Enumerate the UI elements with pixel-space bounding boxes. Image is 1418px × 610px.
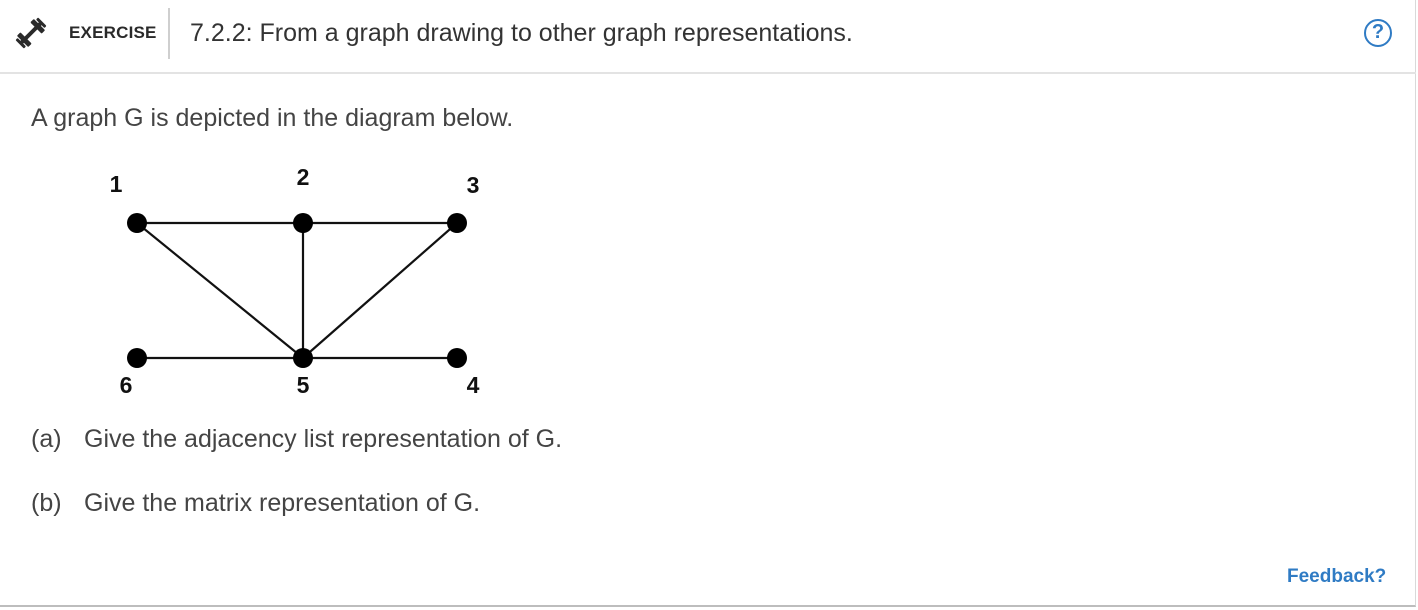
exercise-label: EXERCISE	[69, 23, 157, 42]
exercise-header: EXERCISE 7.2.2: From a graph drawing to …	[0, 0, 1416, 74]
graph-node-5	[293, 348, 313, 368]
graph-node-6	[127, 348, 147, 368]
graph-node-label-1: 1	[110, 171, 123, 197]
graph-edge-1-5	[136, 222, 304, 359]
graph-node-label-2: 2	[297, 164, 310, 190]
part-b-marker: (b)	[31, 489, 62, 517]
graph-node-1	[127, 213, 147, 233]
part-b: (b) Give the matrix representation of G.	[31, 489, 480, 518]
help-icon[interactable]: ?	[1364, 19, 1392, 47]
graph-node-label-6: 6	[120, 372, 133, 398]
part-a: (a) Give the adjacency list representatio…	[31, 425, 562, 454]
graph-nodes: 1 2 3 4 5 6	[110, 164, 480, 398]
graph-node-label-3: 3	[467, 172, 480, 198]
graph-edges	[136, 221, 458, 360]
part-b-text: Give the matrix representation of G.	[84, 489, 481, 517]
part-a-marker: (a)	[31, 425, 62, 453]
header-divider	[168, 8, 170, 59]
dumbbell-icon	[15, 17, 47, 49]
graph-edge-3-5	[302, 222, 458, 359]
graph-node-label-4: 4	[467, 372, 480, 398]
graph-node-4	[447, 348, 467, 368]
feedback-link[interactable]: Feedback?	[1287, 566, 1387, 587]
exercise-title: 7.2.2: From a graph drawing to other gra…	[190, 19, 853, 47]
graph-diagram: 1 2 3 4 5 6	[110, 164, 480, 398]
intro-text: A graph G is depicted in the diagram bel…	[31, 104, 514, 132]
graph-node-3	[447, 213, 467, 233]
part-a-text: Give the adjacency list representation o…	[84, 425, 563, 453]
graph-node-2	[293, 213, 313, 233]
graph-node-label-5: 5	[297, 372, 310, 398]
